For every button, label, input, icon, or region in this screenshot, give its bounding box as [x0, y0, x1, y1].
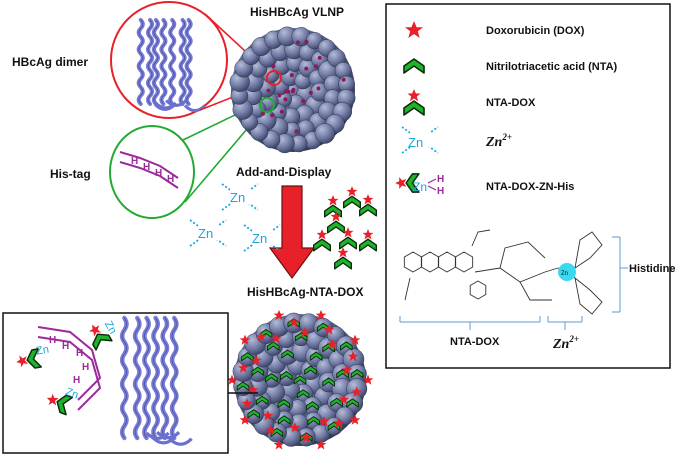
hbcag-dimer-protein-icon: [136, 18, 206, 113]
nta-dox-icon: [342, 185, 362, 209]
dimer-protein-detail-icon: [119, 315, 193, 446]
svg-text:Zn: Zn: [64, 386, 80, 402]
nta-dox-icon: [358, 193, 378, 217]
nta-dox-icon: [323, 194, 343, 218]
zn-glyph: Zn: [408, 135, 423, 150]
vlnp-title: HisHBcAg VLNP: [250, 5, 344, 19]
hbcag-dimer-group: HBcAg dimer: [12, 1, 228, 119]
nta-dox-icon: [333, 246, 353, 270]
svg-text:H: H: [155, 168, 162, 179]
svg-text:H: H: [76, 348, 83, 359]
legend-his-glyph-1: H: [437, 174, 444, 185]
attached-nta-dox-zn-icon: Zn: [83, 319, 119, 351]
add-and-display-label: Add-and-Display: [236, 165, 332, 179]
attached-nta-dox-zn-icon: Zn: [13, 344, 50, 372]
legend-nta-dox-zn-his-label: NTA-DOX-ZN-His: [486, 181, 574, 193]
legend-zn-label: Zn2+: [485, 132, 512, 150]
nta-dox-icon: [358, 228, 378, 252]
chemical-structure: [403, 229, 603, 315]
histidine-bracket: [612, 236, 628, 313]
svg-text:H: H: [49, 335, 56, 346]
svg-text:H: H: [62, 341, 69, 352]
legend-nta-dox-label: NTA-DOX: [486, 97, 536, 109]
legend-dox-label: Doxorubicin (DOX): [486, 25, 585, 37]
zn-cross-icon: Zn: [401, 126, 439, 154]
nta-dox-zn-his-icon: Zn H H: [394, 173, 444, 197]
legend-panel: Doxorubicin (DOX) Nitrilotriacetic acid …: [385, 3, 675, 369]
legend-nta-label: Nitrilotriacetic acid (NTA): [486, 61, 618, 73]
legend-zn-glyph: Zn: [413, 180, 427, 194]
nta-dox-bracket-label: NTA-DOX: [450, 336, 500, 348]
svg-text:H: H: [143, 162, 150, 173]
zn-bracket: [547, 316, 583, 330]
hbcag-dimer-label: HBcAg dimer: [12, 55, 88, 69]
svg-text:H: H: [82, 362, 89, 373]
svg-text:Zn: Zn: [198, 226, 213, 241]
free-nta-dox-group: [312, 185, 378, 270]
svg-text:Zn: Zn: [230, 190, 245, 205]
nta-dox-bracket: [399, 316, 541, 330]
histidine-label: Histidine: [629, 263, 675, 275]
attached-nta-dox-zn-icon: Zn: [42, 386, 80, 416]
vlnp-particle: HisHBcAg VLNP: [229, 5, 356, 154]
svg-text:H: H: [131, 156, 138, 167]
product-title: HisHBcAg-NTA-DOX: [247, 285, 363, 299]
red-highlight-ring: [266, 70, 282, 86]
zn-ion-icon: Zn: [243, 224, 281, 252]
svg-text:Zn: Zn: [102, 319, 119, 336]
product-particle: [226, 309, 374, 450]
zn-ion-icon: Zn: [189, 219, 227, 247]
green-highlight-ring: [259, 97, 275, 113]
legend-his-glyph-2: H: [437, 186, 444, 197]
zn-atom: [558, 263, 576, 281]
svg-text:H: H: [73, 375, 80, 386]
zn-ion-icon: Zn: [221, 183, 259, 211]
svg-text:H: H: [167, 174, 174, 185]
svg-text:Zn: Zn: [252, 231, 267, 246]
his-tag-label: His-tag: [50, 167, 91, 181]
zn-atom-label: Zn: [561, 271, 568, 277]
svg-text:Zn: Zn: [35, 344, 50, 358]
down-arrow: [268, 185, 316, 280]
zn-bracket-label: Zn2+: [552, 334, 579, 352]
